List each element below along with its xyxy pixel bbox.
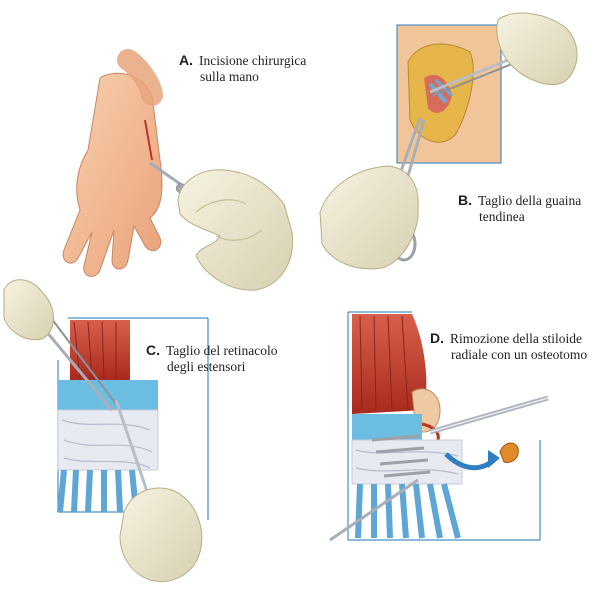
caption-a-line1: Incisione chirurgica (199, 53, 307, 68)
caption-b-letter: B. (458, 192, 472, 208)
panel-a-illustration (62, 49, 294, 291)
caption-d-line2: radiale con un osteotomo (451, 347, 588, 362)
caption-c: C. Taglio del retinacolo degli estensori (146, 342, 278, 375)
caption-a: A. Incisione chirurgica sulla mano (179, 52, 306, 85)
caption-d-line1: Rimozione della stiloide (450, 331, 582, 346)
caption-d: D. Rimozione della stiloide radiale con u… (430, 330, 587, 363)
panel-b-illustration (319, 12, 578, 270)
caption-d-letter: D. (430, 330, 444, 346)
panel-d-illustration (329, 311, 549, 542)
panel-c-illustration (3, 279, 209, 582)
caption-a-letter: A. (179, 52, 193, 68)
caption-b-line2: tendinea (479, 209, 525, 224)
caption-c-letter: C. (146, 342, 160, 358)
caption-c-line2: degli estensori (167, 359, 246, 374)
caption-a-line2: sulla mano (200, 69, 259, 84)
caption-c-line1: Taglio del retinacolo (166, 343, 278, 358)
caption-b-line1: Taglio della guaina (478, 193, 582, 208)
caption-b: B. Taglio della guaina tendinea (458, 192, 581, 225)
